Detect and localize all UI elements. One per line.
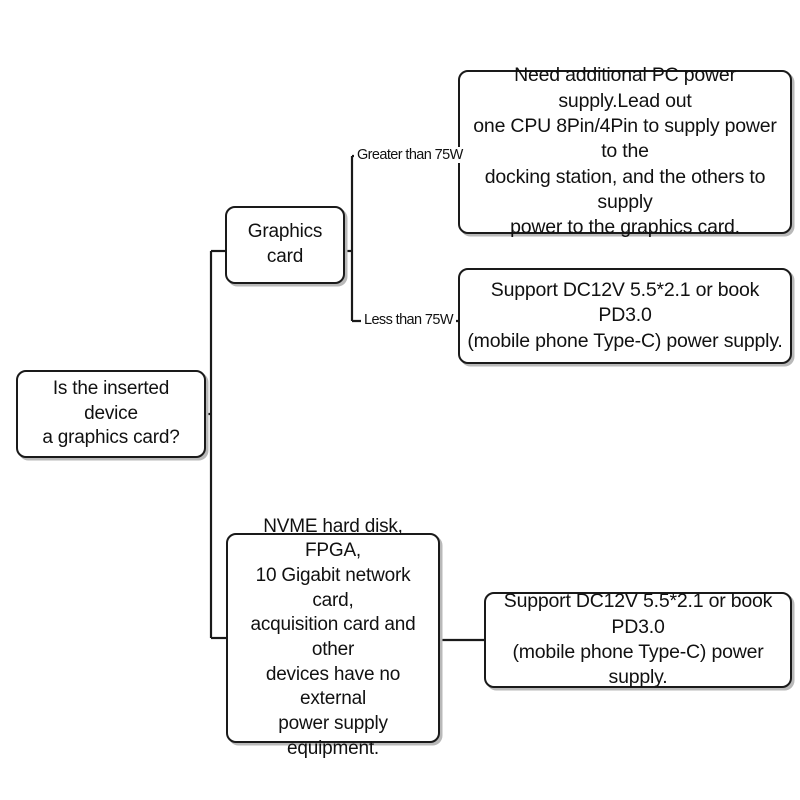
node-other-devices[interactable]: NVME hard disk, FPGA, 10 Gigabit network…	[226, 516, 440, 759]
node-root-question[interactable]: Is the inserted device a graphics card?	[16, 370, 206, 458]
node-graphics-low-power-note[interactable]: Support DC12V 5.5*2.1 or book PD3.0 (mob…	[458, 268, 792, 364]
node-other-devices-label: NVME hard disk, FPGA, 10 Gigabit network…	[250, 515, 416, 759]
node-graphics-card-label: Graphics card	[247, 221, 323, 267]
node-graphics-low-power-note-label: Support DC12V 5.5*2.1 or book PD3.0 (mob…	[467, 278, 783, 352]
node-graphics-high-power-note[interactable]: Need additional PC power supply.Lead out…	[458, 64, 792, 238]
node-root-question-label: Is the inserted device a graphics card?	[42, 377, 180, 449]
node-other-devices-supply-note[interactable]: Support DC12V 5.5*2.1 or book PD3.0 (mob…	[484, 590, 792, 689]
edge-label-greater-than-75w: Greater than 75W	[354, 147, 466, 163]
edge-label-less-than-75w: Less than 75W	[361, 312, 456, 328]
node-other-devices-supply-note-label: Support DC12V 5.5*2.1 or book PD3.0 (mob…	[503, 590, 773, 689]
node-graphics-high-power-note-label: Need additional PC power supply.Lead out…	[473, 64, 777, 239]
node-graphics-card[interactable]: Graphics card	[225, 206, 345, 284]
